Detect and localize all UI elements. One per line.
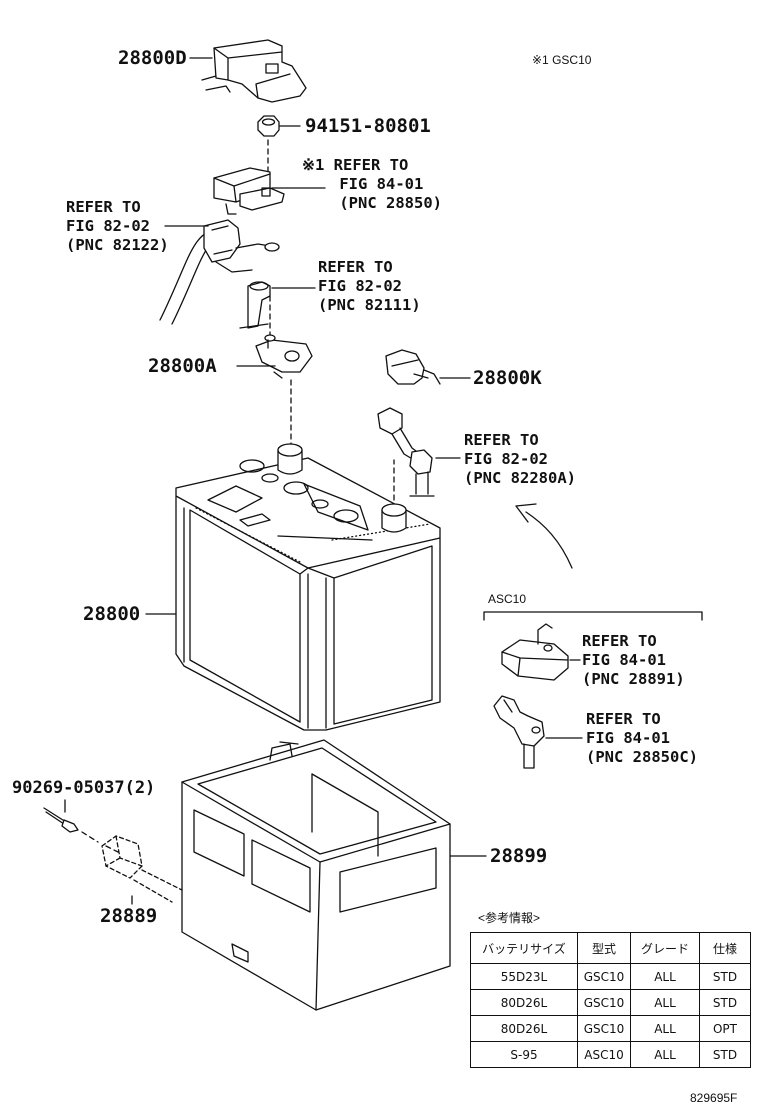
- table-row: 55D23L GSC10 ALL STD: [470, 963, 751, 990]
- label-refer-82-02-pnc-82111: REFER TO FIG 82-02 (PNC 82111): [318, 258, 421, 314]
- header-battery-size: バッテリサイズ: [470, 932, 578, 964]
- table-header-row: バッテリサイズ 型式 グレード 仕様: [470, 932, 751, 964]
- cell-battery-size: 80D26L: [470, 989, 578, 1016]
- reference-table-caption: <参考情報>: [478, 911, 541, 925]
- cell-model: ASC10: [577, 1041, 631, 1068]
- nut-94151: [257, 115, 280, 137]
- label-refer-84-01-pnc-28891: REFER TO FIG 84-01 (PNC 28891): [582, 632, 685, 688]
- cell-spec: STD: [699, 963, 751, 990]
- direction-arrowhead: [515, 503, 537, 523]
- cell-model: GSC10: [577, 989, 631, 1016]
- label-asc10: ASC10: [488, 592, 527, 606]
- sensor-28891: [501, 623, 569, 681]
- header-model: 型式: [577, 932, 631, 964]
- cell-spec: STD: [699, 1041, 751, 1068]
- sensor-28850c: [493, 695, 545, 769]
- terminal-cover-28800d: [201, 39, 307, 103]
- cell-spec: OPT: [699, 1015, 751, 1042]
- label-part-28800: 28800: [83, 603, 141, 625]
- direction-arrow: [525, 511, 573, 569]
- header-grade: グレード: [630, 932, 700, 964]
- table-row: 80D26L GSC10 ALL STD: [470, 989, 751, 1016]
- label-part-28800k: 28800K: [473, 367, 542, 389]
- cell-model: GSC10: [577, 1015, 631, 1042]
- cell-grade: ALL: [630, 963, 700, 990]
- gsc10-footnote: ※1 GSC10: [532, 53, 592, 67]
- clamp-28800a: [255, 334, 313, 379]
- label-refer-84-01-pnc-28850c: REFER TO FIG 84-01 (PNC 28850C): [586, 710, 698, 766]
- table-row: 80D26L GSC10 ALL OPT: [470, 1015, 751, 1042]
- cell-grade: ALL: [630, 1041, 700, 1068]
- hold-down-28889: [101, 835, 183, 903]
- asc10-bracket: [483, 611, 703, 621]
- tray-28899: [181, 739, 451, 1011]
- table-row: S-95 ASC10 ALL STD: [470, 1041, 751, 1068]
- figure-code: 829695F: [690, 1091, 738, 1105]
- bolt-90269: [43, 807, 119, 853]
- cell-battery-size: 80D26L: [470, 1015, 578, 1042]
- label-part-28899: 28899: [490, 845, 548, 867]
- cell-battery-size: S-95: [470, 1041, 578, 1068]
- cell-battery-size: 55D23L: [470, 963, 578, 990]
- cable-82122: [159, 219, 280, 325]
- label-part-90269: 90269-05037(2): [12, 778, 156, 798]
- cell-spec: STD: [699, 989, 751, 1016]
- battery-28800: [175, 443, 441, 731]
- cover-28800k: [385, 349, 441, 385]
- label-part-28889: 28889: [100, 905, 158, 927]
- label-part-94151: 94151-80801: [305, 115, 431, 137]
- cell-grade: ALL: [630, 989, 700, 1016]
- label-part-28800d: 28800D: [118, 47, 187, 69]
- label-refer-82-02-pnc-82280a: REFER TO FIG 82-02 (PNC 82280A): [464, 431, 576, 487]
- label-refer-82-02-pnc-82122: REFER TO FIG 82-02 (PNC 82122): [66, 198, 169, 254]
- terminal-82111: [239, 281, 271, 329]
- reference-info-table: バッテリサイズ 型式 グレード 仕様 55D23L GSC10 ALL STD …: [470, 932, 751, 1068]
- cable-82280a: [377, 407, 435, 497]
- cell-grade: ALL: [630, 1015, 700, 1042]
- header-spec: 仕様: [699, 932, 751, 964]
- sensor-28850: [213, 167, 285, 215]
- label-refer-84-01-pnc-28850: ※1 REFER TO FIG 84-01 (PNC 28850): [302, 156, 442, 212]
- cell-model: GSC10: [577, 963, 631, 990]
- label-part-28800a: 28800A: [148, 355, 217, 377]
